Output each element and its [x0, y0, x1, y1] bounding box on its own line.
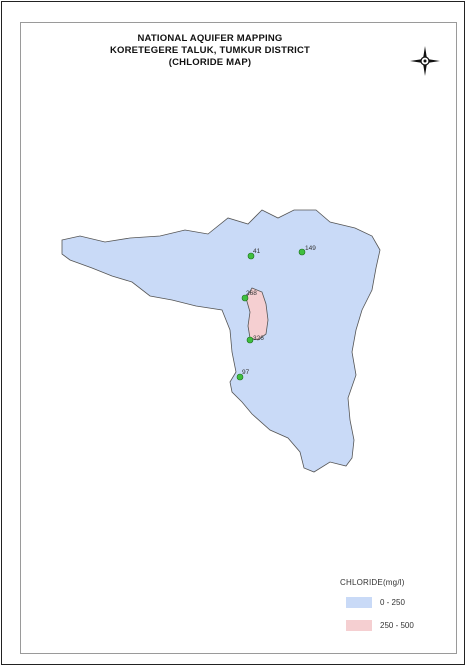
legend-item-low: 0 - 250	[340, 595, 450, 609]
well-97[interactable]: 97	[236, 369, 250, 381]
title-line-2: KORETEGERE TALUK, TUMKUR DISTRICT	[109, 45, 311, 56]
well-label-326: 326	[253, 335, 264, 342]
north-arrow-icon	[410, 46, 440, 76]
well-label-149: 149	[305, 245, 316, 252]
legend-label-low: 0 - 250	[380, 597, 405, 607]
title-line-1: NATIONAL AQUIFER MAPPING	[137, 33, 283, 44]
well-41[interactable]: 41	[247, 248, 261, 260]
well-label-41: 41	[253, 248, 261, 255]
legend-label-high: 250 - 500	[380, 620, 414, 630]
map-title: NATIONAL AQUIFER MAPPING KORETEGERE TALU…	[60, 33, 360, 69]
low-chloride-zone	[61, 209, 381, 473]
legend-title: CHLORIDE(mg/l)	[340, 578, 405, 587]
map-frame	[20, 22, 457, 654]
title-line-3: (CHLORIDE MAP)	[168, 57, 252, 68]
well-268[interactable]: 268	[241, 290, 257, 302]
legend-swatch-low	[346, 596, 372, 608]
legend-swatch-high	[346, 619, 372, 631]
legend-item-high: 250 - 500	[340, 618, 450, 632]
legend: CHLORIDE(mg/l) 0 - 250 250 - 500	[340, 578, 450, 641]
well-149[interactable]: 149	[298, 245, 316, 256]
well-326[interactable]: 326	[246, 335, 264, 344]
well-label-97: 97	[242, 369, 250, 376]
high-chloride-zone	[245, 287, 269, 341]
well-label-268: 268	[246, 290, 257, 297]
